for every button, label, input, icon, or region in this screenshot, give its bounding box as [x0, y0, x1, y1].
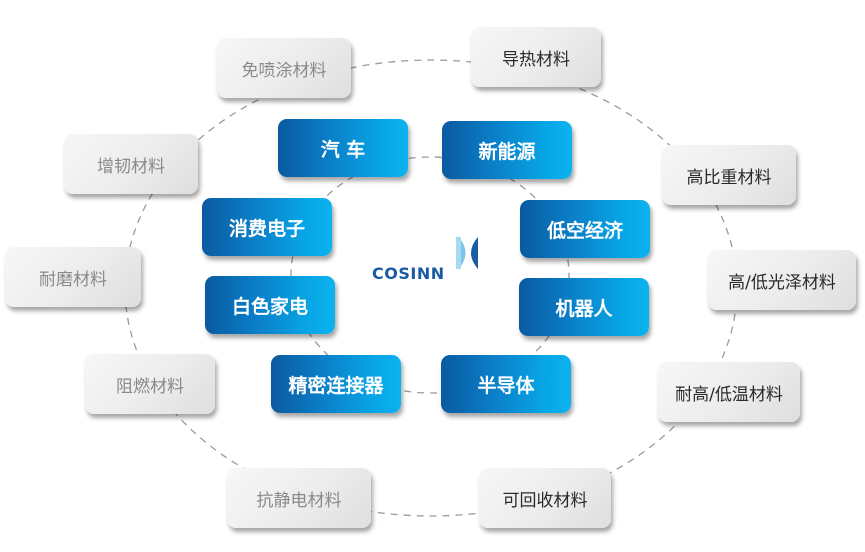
application-label: 机器人: [555, 297, 613, 320]
material-label: 耐高/低温材料: [675, 384, 783, 405]
application-low-altitude-economy: 低空经济: [520, 200, 650, 258]
application-label: 汽 车: [320, 138, 366, 161]
material-label: 增韧材料: [97, 156, 165, 177]
material-wear-resistant: 耐磨材料: [5, 247, 141, 307]
material-label: 抗静电材料: [256, 490, 342, 511]
application-label: 消费电子: [228, 217, 305, 240]
material-label: 阻燃材料: [116, 376, 184, 397]
application-new-energy: 新能源: [442, 121, 572, 179]
application-consumer-electronics: 消费电子: [202, 198, 332, 256]
application-robots: 机器人: [519, 278, 649, 336]
inner-ring: [290, 156, 570, 394]
material-label: 高比重材料: [686, 167, 772, 188]
application-semiconductor: 半导体: [441, 355, 571, 413]
application-auto: 汽 车: [278, 119, 408, 177]
cosinn-logo-mark-icon: [456, 237, 478, 269]
material-label: 可回收材料: [502, 490, 588, 511]
application-label: 低空经济: [546, 219, 623, 242]
material-high-specific-gravity: 高比重材料: [662, 145, 796, 205]
material-label: 耐磨材料: [39, 269, 107, 290]
material-label: 导热材料: [502, 49, 570, 70]
cosinn-logo-text: COSINN: [372, 264, 445, 283]
material-spray-free: 免喷涂材料: [217, 38, 351, 98]
material-toughened: 增韧材料: [64, 134, 198, 194]
application-precision-connectors: 精密连接器: [271, 355, 401, 413]
material-thermal-conductive: 导热材料: [471, 27, 601, 87]
cosinn-logo: COSINN: [372, 236, 482, 286]
application-label: 白色家电: [231, 295, 308, 318]
material-label: 高/低光泽材料: [728, 272, 836, 293]
material-flame-retardant: 阻燃材料: [85, 354, 215, 414]
application-label: 新能源: [478, 140, 536, 163]
application-label: 半导体: [477, 374, 535, 397]
material-antistatic: 抗静电材料: [227, 468, 371, 528]
material-label: 免喷涂材料: [241, 60, 327, 81]
application-home-appliances: 白色家电: [205, 276, 335, 334]
material-high-low-temp-resistant: 耐高/低温材料: [658, 362, 800, 422]
application-label: 精密连接器: [288, 374, 384, 397]
material-high-low-gloss: 高/低光泽材料: [708, 250, 856, 310]
material-recyclable: 可回收材料: [479, 468, 611, 528]
